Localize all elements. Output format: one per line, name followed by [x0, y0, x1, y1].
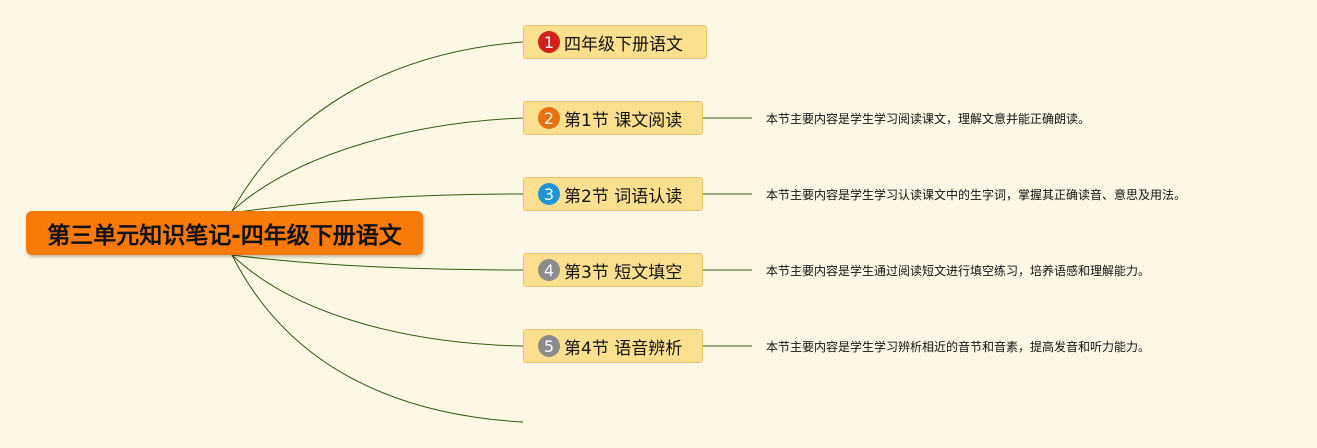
connector-root-branch-1: [231, 41, 524, 212]
branch-label-3: 第2节 词语认读: [564, 186, 683, 207]
root-title: 第三单元知识笔记-四年级下册语文: [47, 223, 402, 249]
branch-label-1: 四年级下册语文: [564, 34, 683, 55]
branch-description-3: 本节主要内容是学生学习认读课文中的生字词，掌握其正确读音、意思及用法。: [766, 188, 1187, 202]
number-badge-4-icon: 4: [538, 259, 560, 281]
branch-description-2: 本节主要内容是学生学习阅读课文，理解文意并能正确朗读。: [766, 112, 1091, 126]
branch-node-3[interactable]: 3 第2节 词语认读: [523, 177, 703, 211]
branch-label-4: 第3节 短文填空: [564, 262, 683, 283]
connector-root-branch-3: [231, 193, 524, 214]
branch-description-4: 本节主要内容是学生通过阅读短文进行填空练习，培养语感和理解能力。: [766, 264, 1151, 278]
number-badge-3-icon: 3: [538, 183, 560, 205]
number-badge-1-icon: 1: [538, 31, 560, 53]
branch-label-5: 第4节 语音辨析: [564, 338, 683, 359]
number-badge-2-icon: 2: [538, 107, 560, 129]
branch-description-5: 本节主要内容是学生学习辨析相近的音节和音素，提高发音和听力能力。: [766, 340, 1151, 354]
branch-label-2: 第1节 课文阅读: [564, 110, 683, 131]
branch-node-4[interactable]: 4 第3节 短文填空: [523, 253, 703, 287]
root-node[interactable]: 第三单元知识笔记-四年级下册语文: [26, 211, 423, 255]
branch-node-2[interactable]: 2 第1节 课文阅读: [523, 101, 703, 135]
connector-root-branch-4: [231, 254, 524, 271]
branch-node-1[interactable]: 1 四年级下册语文: [523, 25, 707, 59]
branch-node-5[interactable]: 5 第4节 语音辨析: [523, 329, 703, 363]
connector-root-branch-5: [231, 254, 524, 347]
connector-root-branch-6: [231, 254, 524, 423]
connector-root-branch-2: [231, 117, 524, 212]
number-badge-5-icon: 5: [538, 335, 560, 357]
